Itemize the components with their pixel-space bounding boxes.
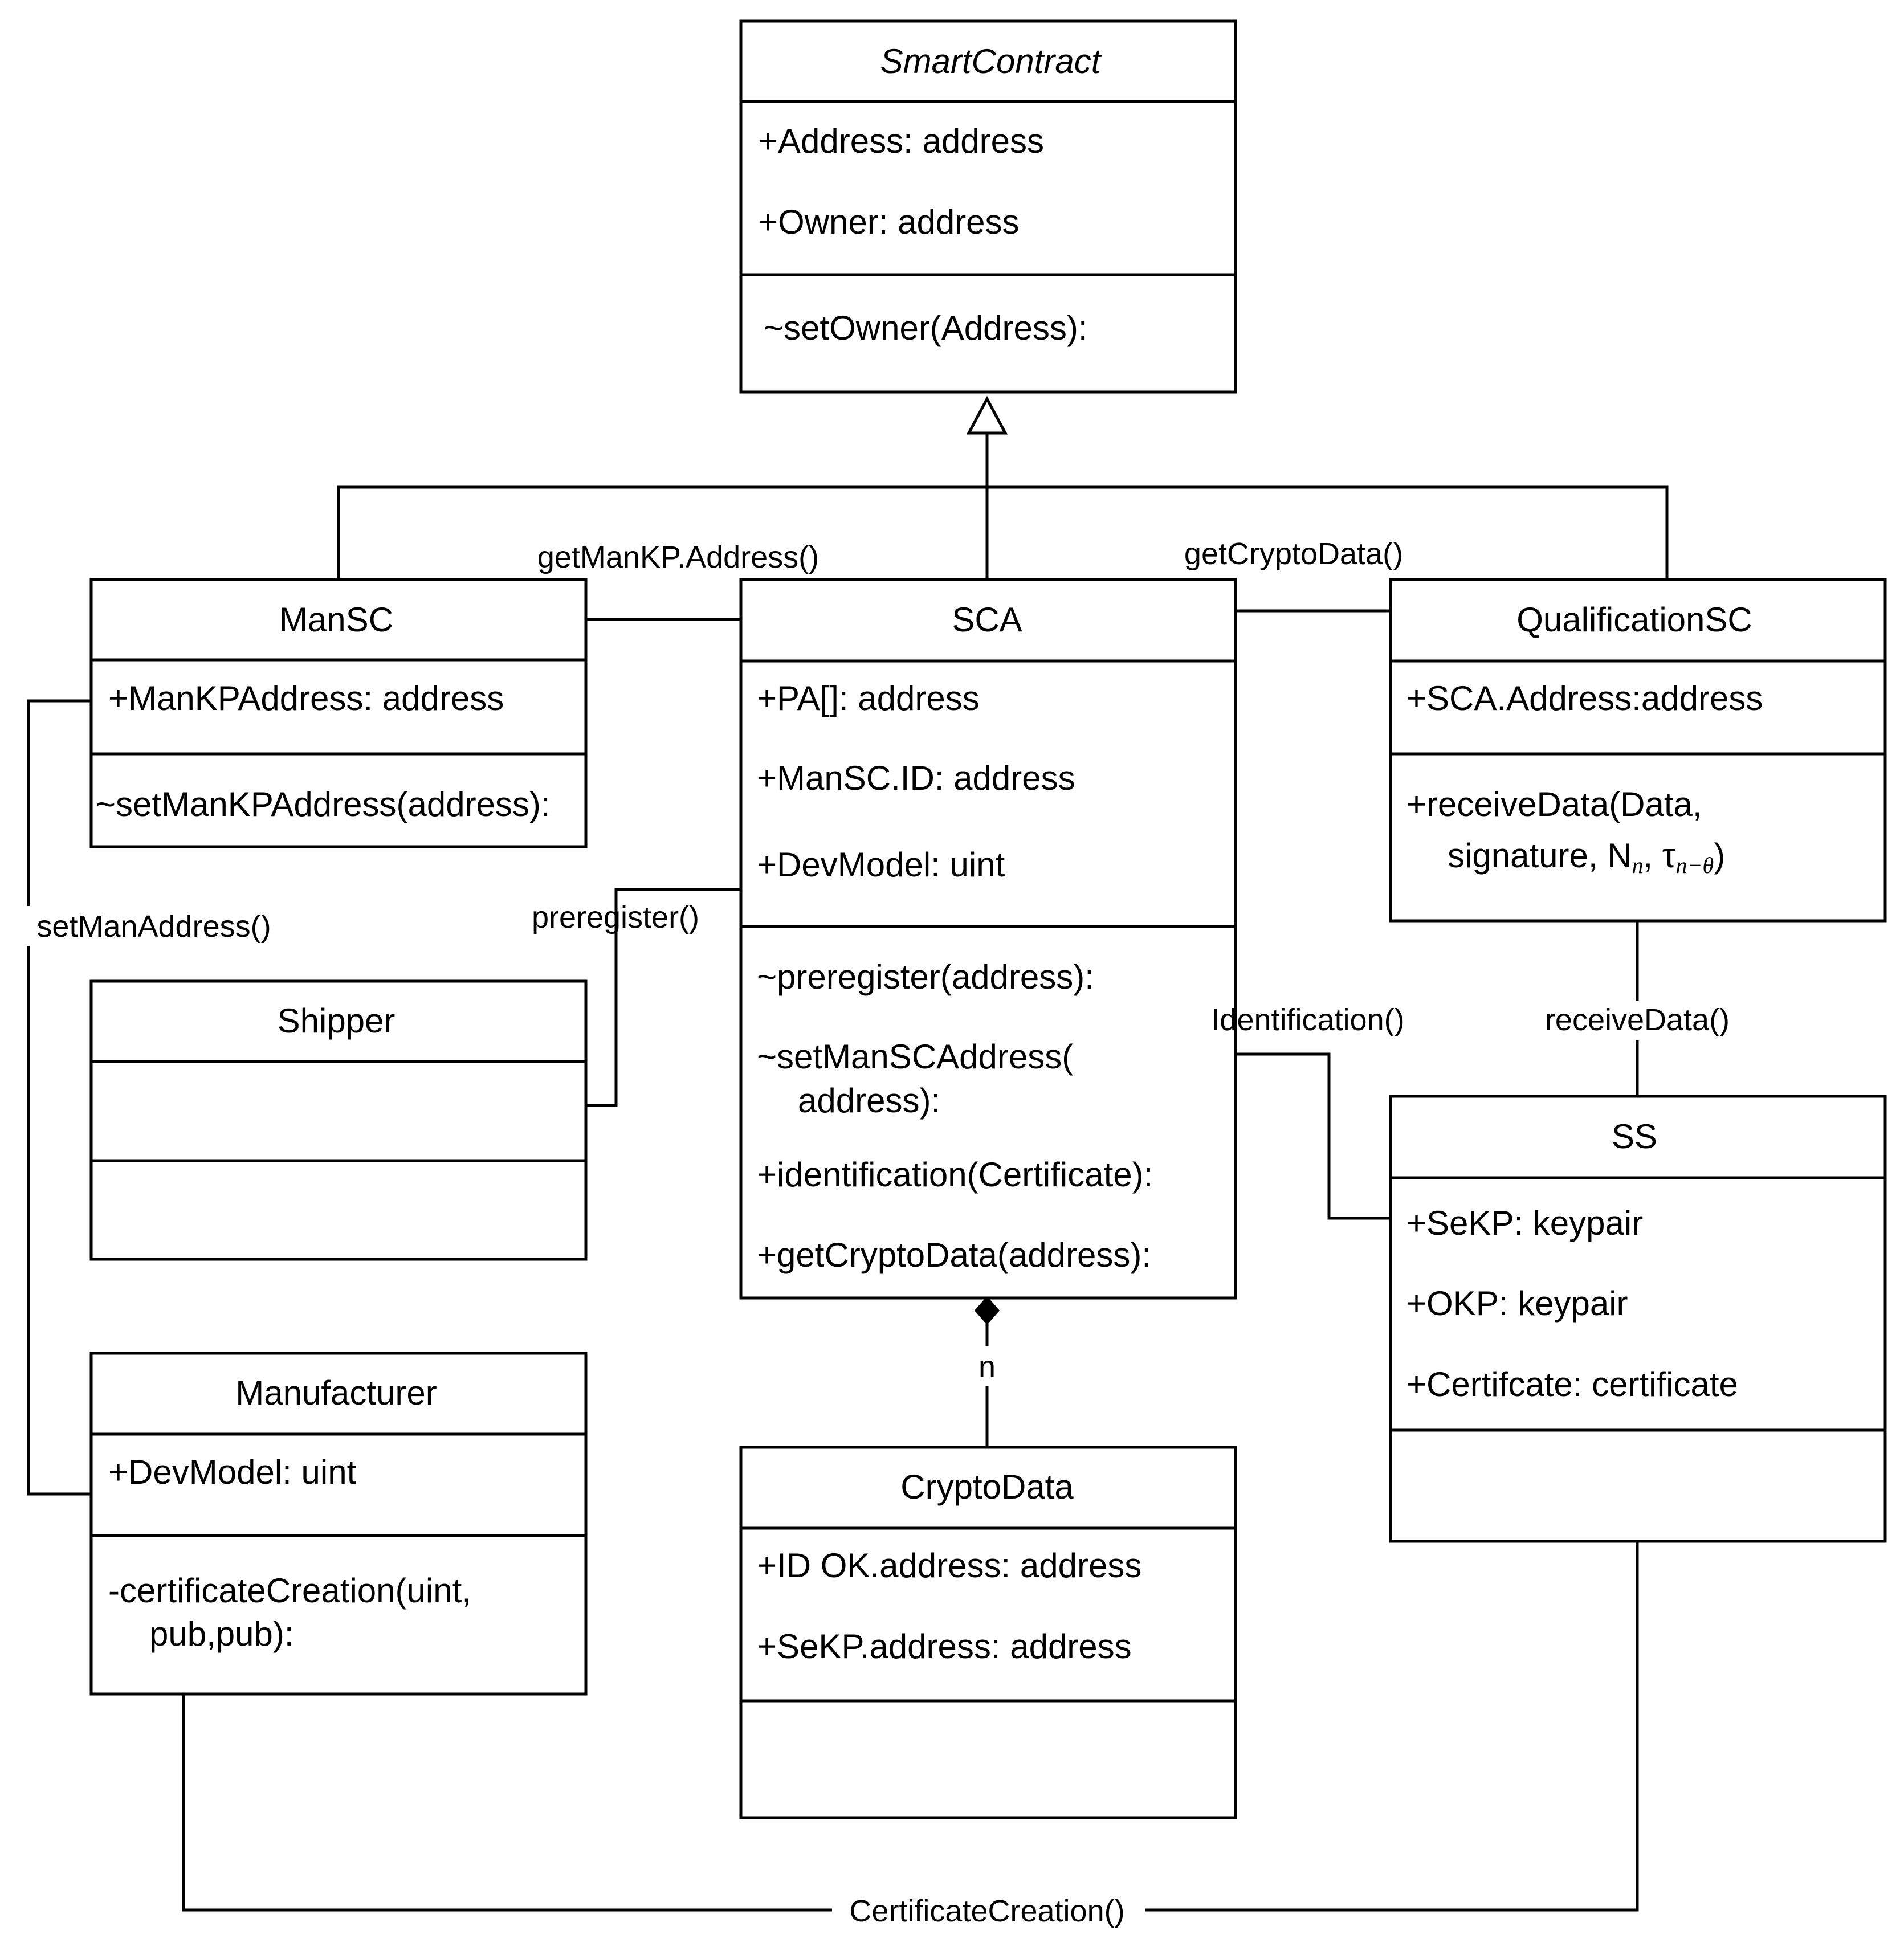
class-name: SmartContract <box>880 42 1102 80</box>
label-getcryptodata: getCryptoData() <box>1184 537 1403 571</box>
attribute: +Address: address <box>758 122 1044 160</box>
class-name: CryptoData <box>900 1468 1074 1506</box>
attribute: +ManSC.ID: address <box>757 759 1075 797</box>
attribute: +OKP: keypair <box>1406 1284 1628 1323</box>
attribute: +DevModel: uint <box>108 1453 357 1491</box>
attribute: +ID OK.address: address <box>757 1546 1141 1585</box>
class-smartcontract: SmartContract +Address: address +Owner: … <box>739 19 1237 394</box>
attribute: +SCA.Address:address <box>1406 679 1763 717</box>
class-sca: SCA +PA[]: address +ManSC.ID: address +D… <box>739 578 1237 1300</box>
label-setmanaddress: setManAddress() <box>36 909 271 944</box>
class-name: ManSC <box>279 601 393 639</box>
label-receivedata: receiveData() <box>1545 1003 1730 1037</box>
label-preregister: preregister() <box>532 900 699 934</box>
connector-labels: getManKP.Address() getCryptoData() setMa… <box>23 537 1741 1930</box>
attribute: +Owner: address <box>758 203 1020 241</box>
attribute: +PA[]: address <box>757 679 980 717</box>
method: ~setManSCAddress( <box>757 1038 1073 1076</box>
mansc-manufacturer-association <box>27 699 91 1496</box>
connectors <box>27 395 1669 1912</box>
class-cryptodata: CryptoData +ID OK.address: address +SeKP… <box>739 1446 1237 1819</box>
method: -certificateCreation(uint, <box>108 1572 471 1610</box>
label-identification: Identification() <box>1211 1003 1404 1037</box>
method: ~setManKPAddress(address): <box>96 785 551 823</box>
label-background <box>832 1891 1145 1930</box>
class-name: SCA <box>952 601 1022 639</box>
class-name: SS <box>1612 1117 1657 1156</box>
method: +receiveData(Data, <box>1406 785 1702 823</box>
class-qualificationsc: QualificationSC +SCA.Address:address +re… <box>1389 578 1887 923</box>
sca-ss-association <box>1236 1052 1391 1220</box>
label-background <box>972 1346 1002 1386</box>
attribute: +DevModel: uint <box>757 846 1005 884</box>
method: ~preregister(address): <box>757 958 1094 996</box>
method: +getCryptoData(address): <box>757 1236 1151 1274</box>
attribute: +ManKPAddress: address <box>108 679 504 717</box>
method: +identification(Certificate): <box>757 1156 1153 1194</box>
method-text: signature, N <box>1448 836 1632 875</box>
method-subscript: n−θ <box>1676 852 1714 878</box>
method: pub,pub): <box>149 1615 294 1653</box>
class-name: QualificationSC <box>1516 601 1752 639</box>
inheritance-arrowhead <box>966 395 1008 435</box>
class-shipper: Shipper <box>89 979 588 1261</box>
class-ss: SS +SeKP: keypair +OKP: keypair +Certifc… <box>1389 1095 1887 1543</box>
method-text: ) <box>1714 836 1725 875</box>
shipper-sca-association <box>586 888 741 1107</box>
method: address): <box>798 1081 940 1120</box>
attribute: +SeKP: keypair <box>1406 1204 1643 1242</box>
class-mansc: ManSC +ManKPAddress: address ~setManKPAd… <box>89 578 588 848</box>
class-name: Shipper <box>278 1002 396 1040</box>
method: ~setOwner(Address): <box>764 309 1088 347</box>
method-text: , τ <box>1644 836 1676 875</box>
class-manufacturer: Manufacturer +DevModel: uint -certificat… <box>89 1352 588 1696</box>
label-certificatecreation: CertificateCreation() <box>849 1894 1124 1928</box>
method: signature, Nn, τn−θ) <box>1448 836 1725 878</box>
label-getmankp-address: getManKP.Address() <box>537 540 819 574</box>
inheritance-bus <box>337 485 1669 579</box>
attribute: +Certifcate: certificate <box>1406 1365 1738 1403</box>
label-background <box>1533 1001 1741 1040</box>
label-multiplicity: n <box>978 1350 996 1384</box>
attribute: +SeKP.address: address <box>757 1627 1132 1666</box>
method-subscript: n <box>1632 852 1644 878</box>
label-background <box>23 906 285 946</box>
composition-diamond <box>975 1296 1000 1325</box>
class-name: Manufacturer <box>235 1374 437 1412</box>
